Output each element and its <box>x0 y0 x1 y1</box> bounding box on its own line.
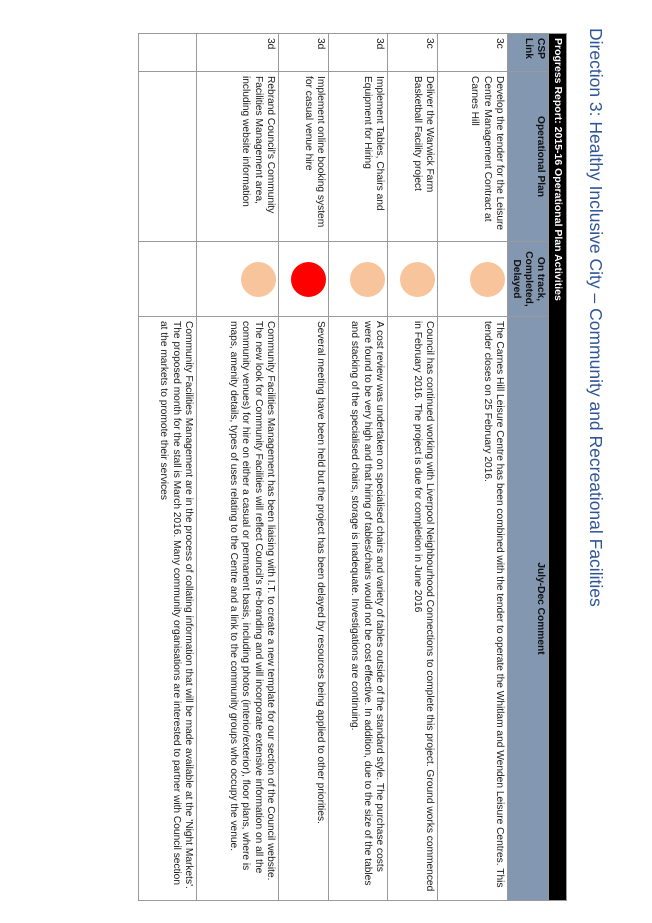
table-row: 3d Rebrand Council's Community Facilitie… <box>196 33 279 901</box>
report-banner: Progress Report: 2015-16 Operational Pla… <box>548 33 567 901</box>
status-indicator-icon <box>400 261 436 297</box>
operational-plan-cell: Implement Tables, Chairs and Equipment f… <box>328 71 388 242</box>
header-status-line2: Completed, <box>523 251 535 307</box>
csp-link-cell: 3d <box>196 33 279 72</box>
table-row: 3d Implement Tables, Chairs and Equipmen… <box>328 33 388 901</box>
table-row: 3c Develop the tender for the Leisure Ce… <box>437 33 508 901</box>
table-row: 3c Deliver the Warwick Farm Basketball F… <box>387 33 438 901</box>
comment-cell: A cost review was undertaken on speciali… <box>328 316 388 901</box>
operational-plan-cell <box>138 71 197 242</box>
operational-plan-cell: Deliver the Warwick Farm Basketball Faci… <box>387 71 438 242</box>
header-csp-line1: CSP <box>535 38 547 59</box>
csp-link-cell: 3d <box>328 33 388 72</box>
comment-cell: Several meeting have been held but the p… <box>278 316 329 901</box>
progress-report-table: Progress Report: 2015-16 Operational Pla… <box>138 33 567 901</box>
header-csp-link: CSP Link <box>507 33 549 72</box>
header-status-line1: On track, <box>535 256 547 302</box>
csp-link-cell <box>138 33 197 72</box>
status-cell <box>278 241 329 317</box>
status-indicator-icon <box>470 261 506 297</box>
status-indicator-icon <box>241 261 277 297</box>
page-title: Direction 3: Healthy Inclusive City – Co… <box>586 28 606 607</box>
comment-cell: Community Facilities Management are in t… <box>138 316 197 901</box>
csp-link-cell: 3d <box>278 33 329 72</box>
status-indicator-icon <box>350 261 386 297</box>
csp-link-cell: 3c <box>387 33 438 72</box>
header-csp-line2: Link <box>523 38 535 59</box>
status-cell <box>328 241 388 317</box>
status-indicator-icon <box>291 261 327 297</box>
status-cell <box>437 241 508 317</box>
header-comment: July-Dec Comment <box>507 316 549 901</box>
comment-cell: Community Facilities Management has been… <box>196 316 279 901</box>
comment-cell: The Carnes Hill Leisure Centre has been … <box>437 316 508 901</box>
operational-plan-cell: Implement online booking system for casu… <box>278 71 329 242</box>
table-row: Community Facilities Management are in t… <box>138 33 197 901</box>
operational-plan-cell: Rebrand Council's Community Facilities M… <box>196 71 279 242</box>
report-banner-row: Progress Report: 2015-16 Operational Pla… <box>548 33 567 901</box>
operational-plan-cell: Develop the tender for the Leisure Centr… <box>437 71 508 242</box>
header-operational-plan: Operational Plan <box>507 71 549 242</box>
csp-link-cell: 3c <box>437 33 508 72</box>
header-row: CSP Link Operational Plan On track, Comp… <box>507 33 549 901</box>
header-status-line3: Delayed <box>511 259 523 299</box>
status-cell <box>138 241 197 317</box>
status-cell <box>196 241 279 317</box>
table-row: 3d Implement online booking system for c… <box>278 33 329 901</box>
status-cell <box>387 241 438 317</box>
header-status: On track, Completed, Delayed <box>507 241 549 317</box>
comment-cell: Council has continued working with Liver… <box>387 316 438 901</box>
